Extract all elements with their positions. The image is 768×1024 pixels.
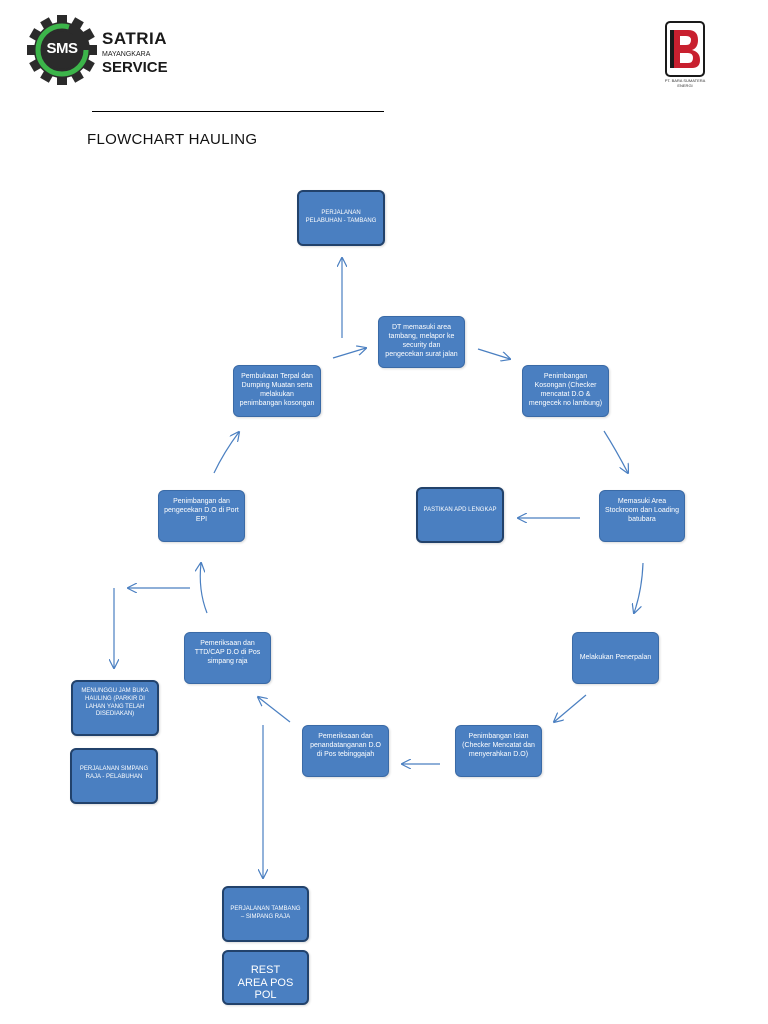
node-penimbangan-kosongan: Penimbangan Kosongan (Checker mencatat D… xyxy=(522,365,609,417)
node-pembukaan-terpal: Pembukaan Terpal dan Dumping Muatan sert… xyxy=(233,365,321,417)
node-label: Pemeriksaan dan TTD/CAP D.O di Pos simpa… xyxy=(194,640,261,666)
sms-gear-icon xyxy=(27,15,97,85)
node-label: DT memasuki area tambang, melapor ke sec… xyxy=(385,324,458,359)
node-label: PASTIKAN APD LENGKAP xyxy=(423,507,497,513)
node-label: Pemeriksaan dan penandatanganan D.O di P… xyxy=(310,733,381,759)
arrow-kosongan-to-stockroom xyxy=(603,430,628,473)
arrow-simpangraja-to-port xyxy=(200,563,208,614)
page-title: FLOWCHART HAULING xyxy=(87,131,258,148)
node-label: PERJALANAN PELABUHAN - TAMBANG xyxy=(305,210,377,224)
node-pemeriksaan-tebinggajah: Pemeriksaan dan penandatanganan D.O di P… xyxy=(302,725,389,777)
node-label: Memasuki Area Stockroom dan Loading batu… xyxy=(605,498,679,524)
node-rest-area: REST AREA POS POL xyxy=(222,950,309,1005)
node-label: Penimbangan Isian (Checker Mencatat dan … xyxy=(462,733,535,759)
node-penimbangan-port: Penimbangan dan pengecekan D.O di Port E… xyxy=(158,490,245,542)
node-memasuki-stockroom: Memasuki Area Stockroom dan Loading batu… xyxy=(599,490,685,542)
sms-company-name: SATRIA MAYANGKARA SERVICE xyxy=(102,29,168,76)
node-label: Penimbangan Kosongan (Checker mencatat D… xyxy=(528,373,603,408)
sms-mark: SMS xyxy=(46,40,78,57)
node-label: Pembukaan Terpal dan Dumping Muatan sert… xyxy=(239,373,315,408)
sms-name-line3: SERVICE xyxy=(102,59,168,76)
node-melakukan-penerpalan: Melakukan Penerpalan xyxy=(572,632,659,684)
arrow-dt-to-kosongan xyxy=(477,348,510,359)
node-dt-memasuki-area: DT memasuki area tambang, melapor ke sec… xyxy=(378,316,465,368)
arrow-penerpalan-to-isian xyxy=(554,694,587,722)
node-penimbangan-isian: Penimbangan Isian (Checker Mencatat dan … xyxy=(455,725,542,777)
node-label: REST AREA POS POL xyxy=(237,964,294,1002)
node-label: Melakukan Penerpalan xyxy=(579,654,652,662)
sms-name-line2: MAYANGKARA xyxy=(102,51,151,58)
satria-logo: SMS SATRIA MAYANGKARA SERVICE xyxy=(22,14,168,86)
bara-logo-icon xyxy=(665,21,705,77)
node-label: MENUNGGU JAM BUKA HAULING (PARKIR DI LAH… xyxy=(81,688,149,718)
arrow-pembukaan-to-dt xyxy=(332,348,366,359)
arrow-port-to-pembukaan xyxy=(213,432,239,474)
node-pastikan-apd: PASTIKAN APD LENGKAP xyxy=(416,487,504,543)
node-menunggu-jam: MENUNGGU JAM BUKA HAULING (PARKIR DI LAH… xyxy=(71,680,159,736)
node-label: Penimbangan dan pengecekan D.O di Port E… xyxy=(164,498,239,524)
title-divider xyxy=(92,111,384,112)
node-perjalanan-tambang-simpangraja: PERJALANAN TAMBANG – SIMPANG RAJA xyxy=(222,886,309,942)
node-perjalanan-pelabuhan-tambang: PERJALANAN PELABUHAN - TAMBANG xyxy=(297,190,385,246)
node-perjalanan-simpangraja-pelabuhan: PERJALANAN SIMPANG RAJA - PELABUHAN xyxy=(70,748,158,804)
node-pemeriksaan-simpangraja: Pemeriksaan dan TTD/CAP D.O di Pos simpa… xyxy=(184,632,271,684)
bara-logo-caption: PT. BARA SUMATERA ENERGI xyxy=(664,78,706,88)
node-label: PERJALANAN TAMBANG – SIMPANG RAJA xyxy=(230,906,301,920)
sms-name-line1: SATRIA xyxy=(102,29,168,48)
node-label: PERJALANAN SIMPANG RAJA - PELABUHAN xyxy=(79,766,149,780)
arrow-stockroom-to-penerpalan xyxy=(634,562,644,613)
arrow-tebinggajah-to-simpangraja xyxy=(258,697,291,723)
